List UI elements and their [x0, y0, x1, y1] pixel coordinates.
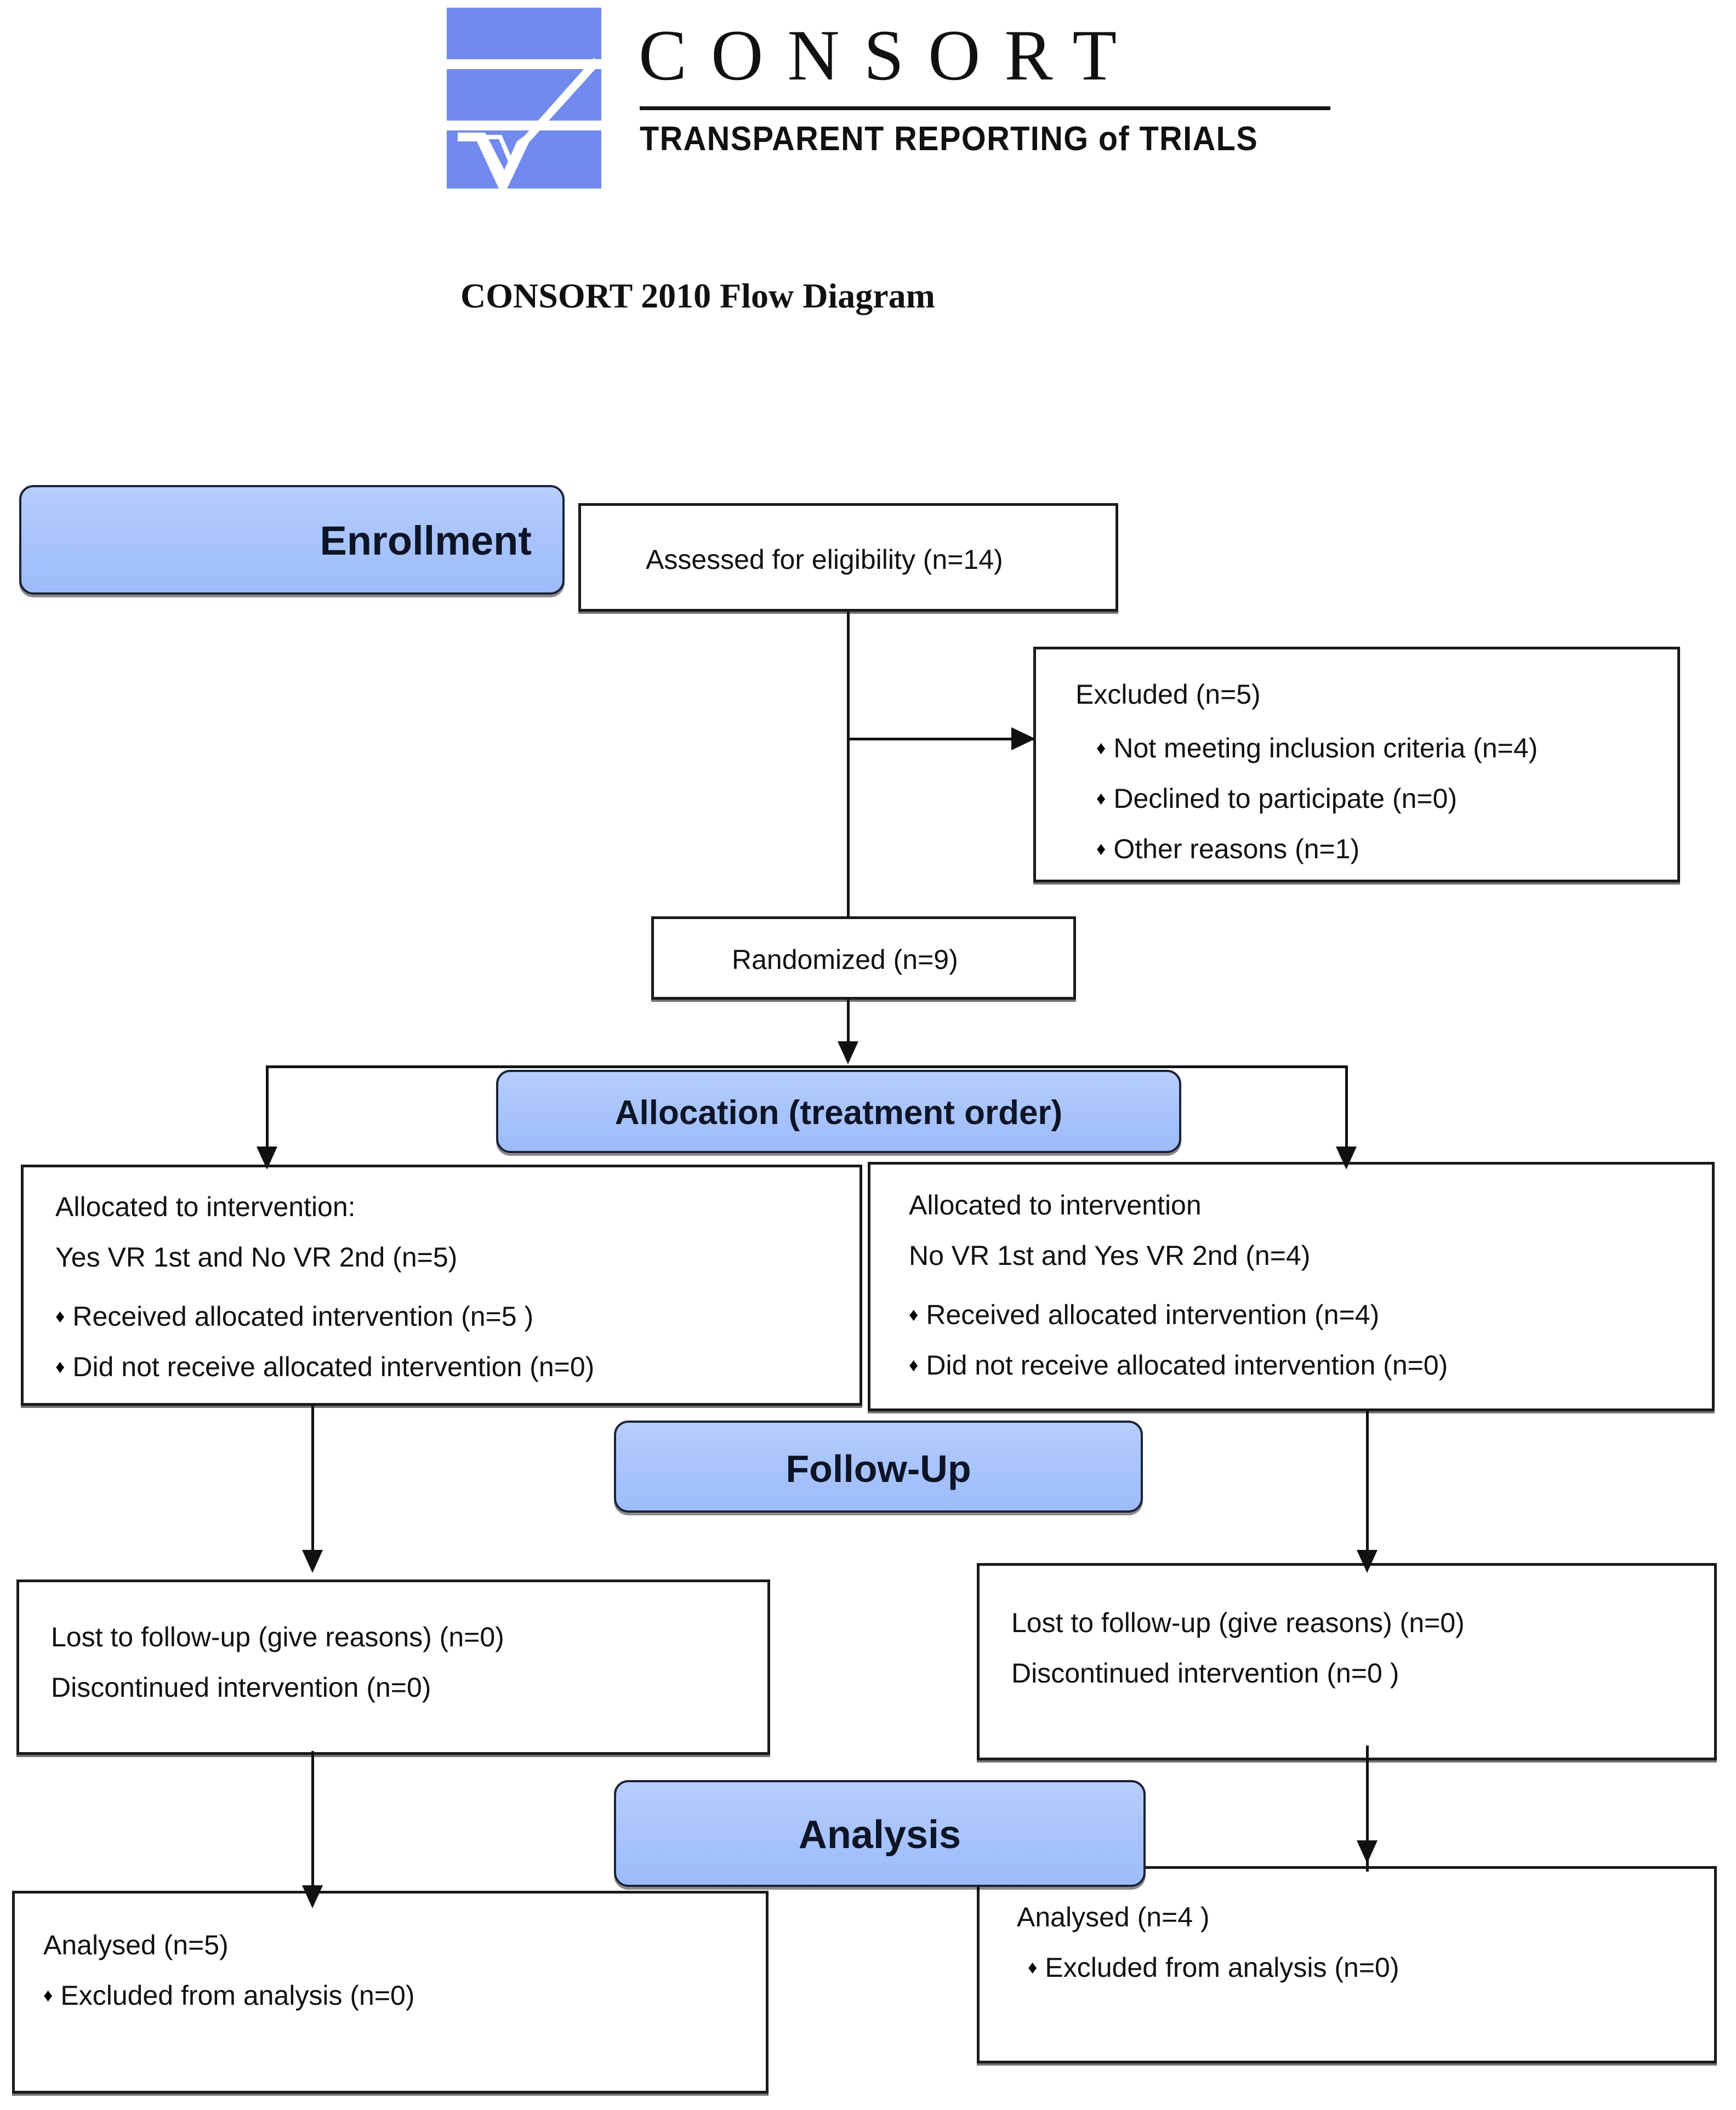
- arrow-allocation-right-icon: [1336, 1147, 1357, 1170]
- list-item: ♦ Did not receive allocated intervention…: [55, 1349, 594, 1384]
- logo-band-middle: [447, 69, 601, 121]
- box-analysed-left: Analysed (n=5) ♦ Excluded from analysis …: [12, 1891, 769, 2094]
- diamond-bullet-icon: ♦: [1096, 788, 1106, 809]
- box-randomized: Randomized (n=9): [651, 916, 1076, 1000]
- stage-band-enrollment: Enrollment: [19, 485, 565, 595]
- box-allocated-left: Allocated to intervention: Yes VR 1st an…: [21, 1165, 862, 1406]
- consort-tagline: TRANSPARENT REPORTING of TRIALS: [640, 120, 1259, 158]
- connector-allocation-right-drop: [1345, 1065, 1348, 1162]
- list-item: ♦ Not meeting inclusion criteria (n=4): [1096, 731, 1538, 766]
- alloc-left-item-text: Received allocated intervention (n=5 ): [72, 1301, 534, 1332]
- stage-band-allocation-label: Allocation (treatment order): [614, 1094, 1063, 1132]
- box-assessed-for-eligibility: Assessed for eligibility (n=14): [578, 503, 1118, 612]
- list-item: ♦ Excluded from analysis (n=0): [43, 1978, 414, 2013]
- list-item: ♦ Excluded from analysis (n=0): [1028, 1950, 1399, 1985]
- logo-divider-rule: [640, 106, 1330, 110]
- checkmark-icon: [458, 58, 601, 189]
- randomized-text: Randomized (n=9): [732, 944, 958, 975]
- diamond-bullet-icon: ♦: [55, 1306, 65, 1327]
- diamond-bullet-icon: ♦: [55, 1356, 65, 1377]
- alloc-right-line1: Allocated to intervention: [909, 1190, 1202, 1221]
- arrow-followup-right-icon: [1357, 1550, 1378, 1573]
- list-item: ♦ Received allocated intervention (n=4): [909, 1297, 1379, 1332]
- connector-alloc-right-to-followup: [1366, 1411, 1369, 1565]
- diamond-bullet-icon: ♦: [909, 1355, 919, 1376]
- arrow-analysis-right-icon: [1357, 1840, 1378, 1863]
- list-item: ♦ Declined to participate (n=0): [1096, 781, 1457, 816]
- analysed-right-item-text: Excluded from analysis (n=0): [1045, 1952, 1399, 1983]
- list-item: ♦ Other reasons (n=1): [1096, 831, 1359, 866]
- box-followup-right: Lost to follow-up (give reasons) (n=0) D…: [977, 1563, 1717, 1760]
- stage-band-analysis: Analysis: [614, 1780, 1146, 1887]
- connector-alloc-left-to-followup: [311, 1406, 314, 1565]
- alloc-right-line2: No VR 1st and Yes VR 2nd (n=4): [909, 1240, 1311, 1271]
- excluded-heading: Excluded (n=5): [1075, 679, 1261, 710]
- list-item: ♦ Did not receive allocated intervention…: [909, 1348, 1448, 1383]
- connector-randomized-down: [847, 1000, 850, 1045]
- list-item: ♦ Received allocated intervention (n=5 ): [55, 1299, 533, 1334]
- diamond-bullet-icon: ♦: [1028, 1957, 1038, 1978]
- diamond-bullet-icon: ♦: [43, 1985, 53, 2006]
- logo-band-top: [447, 8, 601, 59]
- box-allocated-right: Allocated to intervention No VR 1st and …: [868, 1162, 1715, 1411]
- stage-band-followup: Follow-Up: [614, 1421, 1143, 1513]
- consort-logo: CONSORT TRANSPARENT REPORTING of TRIALS: [447, 4, 1368, 191]
- excluded-item-text: Not meeting inclusion criteria (n=4): [1113, 733, 1538, 763]
- diamond-bullet-icon: ♦: [1096, 738, 1106, 759]
- stage-band-followup-label: Follow-Up: [786, 1447, 971, 1490]
- connector-allocation-split-bus: [266, 1065, 1348, 1068]
- arrow-allocation-left-icon: [257, 1147, 277, 1170]
- arrow-randomized-down-icon: [838, 1041, 858, 1064]
- followup-left-line2: Discontinued intervention (n=0): [51, 1672, 431, 1703]
- followup-left-line1: Lost to follow-up (give reasons) (n=0): [51, 1622, 504, 1652]
- stage-band-analysis-label: Analysis: [798, 1813, 961, 1857]
- analysed-right-line1: Analysed (n=4 ): [1017, 1902, 1210, 1932]
- stage-band-allocation: Allocation (treatment order): [496, 1070, 1181, 1153]
- diamond-bullet-icon: ♦: [909, 1304, 919, 1325]
- alloc-right-item-text: Received allocated intervention (n=4): [926, 1299, 1380, 1330]
- arrow-analysis-left-icon: [302, 1885, 323, 1908]
- box-analysed-right: Analysed (n=4 ) ♦ Excluded from analysis…: [977, 1866, 1717, 2063]
- alloc-left-line2: Yes VR 1st and No VR 2nd (n=5): [55, 1242, 458, 1273]
- page-title: CONSORT 2010 Flow Diagram: [460, 276, 935, 315]
- box-followup-left: Lost to follow-up (give reasons) (n=0) D…: [16, 1579, 770, 1755]
- box-excluded: Excluded (n=5) ♦ Not meeting inclusion c…: [1033, 647, 1680, 882]
- alloc-left-line1: Allocated to intervention:: [55, 1191, 356, 1222]
- connector-assessed-to-randomized: [847, 612, 850, 916]
- connector-followup-left-to-analysis: [311, 1751, 314, 1899]
- connector-to-excluded: [847, 738, 1033, 740]
- alloc-right-item-text: Did not receive allocated intervention (…: [926, 1350, 1448, 1381]
- followup-right-line1: Lost to follow-up (give reasons) (n=0): [1011, 1607, 1465, 1638]
- connector-allocation-left-drop: [266, 1065, 269, 1162]
- stage-band-enrollment-label: Enrollment: [320, 518, 532, 563]
- alloc-left-item-text: Did not receive allocated intervention (…: [72, 1351, 595, 1382]
- arrow-to-excluded-icon: [1011, 727, 1035, 750]
- arrow-followup-left-icon: [302, 1550, 323, 1573]
- connector-followup-right-to-analysis: [1366, 1746, 1369, 1872]
- analysed-left-line1: Analysed (n=5): [43, 1930, 229, 1960]
- assessed-text: Assessed for eligibility (n=14): [646, 544, 1003, 575]
- diamond-bullet-icon: ♦: [1096, 839, 1106, 859]
- excluded-item-text: Other reasons (n=1): [1113, 834, 1360, 864]
- consort-checkmark-logo-icon: [447, 8, 601, 189]
- analysed-left-item-text: Excluded from analysis (n=0): [60, 1980, 415, 2011]
- excluded-item-text: Declined to participate (n=0): [1113, 783, 1458, 814]
- consort-wordmark: CONSORT: [639, 15, 1141, 95]
- followup-right-line2: Discontinued intervention (n=0 ): [1011, 1658, 1399, 1689]
